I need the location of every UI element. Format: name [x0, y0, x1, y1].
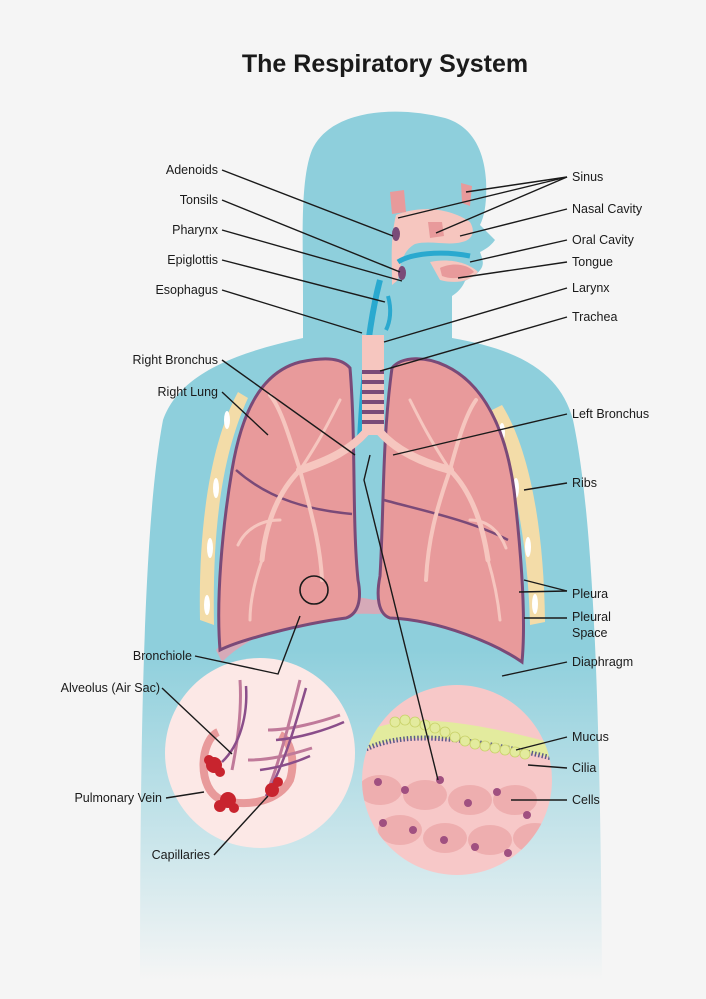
label-bronchiole: Bronchiole	[133, 649, 192, 663]
label-cells: Cells	[572, 793, 600, 807]
label-adenoids: Adenoids	[166, 163, 218, 177]
label-tonsils: Tonsils	[180, 193, 218, 207]
label-pharynx: Pharynx	[172, 223, 219, 237]
alveolus-inset-bg	[165, 658, 355, 848]
label-pulmonary-vein: Pulmonary Vein	[74, 791, 162, 805]
adenoids-shape	[392, 227, 400, 241]
label-ribs: Ribs	[572, 476, 597, 490]
cells-inset	[358, 721, 560, 857]
label-oral-cavity: Oral Cavity	[572, 233, 635, 247]
page-title: The Respiratory System	[242, 50, 528, 78]
label-diaphragm: Diaphragm	[572, 655, 633, 669]
label-right-lung: Right Lung	[158, 385, 219, 399]
sinus-left	[390, 190, 406, 214]
label-epiglottis: Epiglottis	[167, 253, 218, 267]
label-pleural-space-1: Pleural	[572, 610, 611, 624]
tonsils-shape	[398, 266, 406, 280]
label-trachea: Trachea	[572, 310, 617, 324]
label-pleura: Pleura	[572, 587, 608, 601]
label-nasal-cavity: Nasal Cavity	[572, 202, 643, 216]
label-mucus: Mucus	[572, 730, 609, 744]
label-right-bronchus: Right Bronchus	[133, 353, 218, 367]
label-tongue: Tongue	[572, 255, 613, 269]
label-sinus: Sinus	[572, 170, 603, 184]
label-larynx: Larynx	[572, 281, 610, 295]
label-capillaries: Capillaries	[152, 848, 210, 862]
label-esophagus: Esophagus	[155, 283, 218, 297]
label-alveolus: Alveolus (Air Sac)	[61, 681, 160, 695]
label-left-bronchus: Left Bronchus	[572, 407, 649, 421]
label-pleural-space-2: Space	[572, 626, 607, 640]
label-cilia: Cilia	[572, 761, 596, 775]
